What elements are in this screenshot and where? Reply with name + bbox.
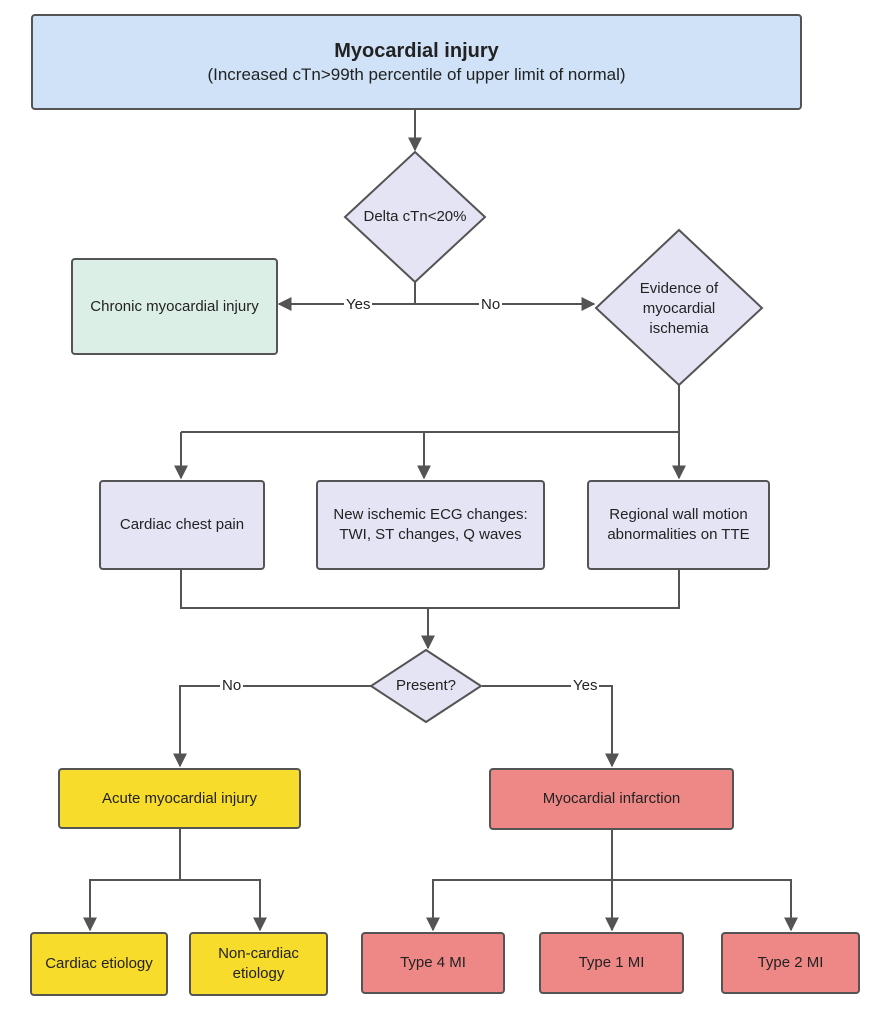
type-2-mi-label: Type 2 MI <box>757 954 824 971</box>
non-cardiac-etiology-label: Non-cardiac etiology <box>218 945 299 982</box>
type-2-mi-box: Type 2 MI <box>721 932 860 994</box>
yes-label-present: Yes <box>571 677 600 694</box>
type-4-mi-label: Type 4 MI <box>400 954 466 971</box>
non-cardiac-etiology-box: Non-cardiac etiology <box>189 932 328 996</box>
arrow-no-acute <box>173 685 372 768</box>
cardiac-etiology-box: Cardiac etiology <box>30 932 168 996</box>
decision-delta-label: Delta cTn<20% <box>363 208 467 225</box>
chronic-myocardial-injury-box: Chronic myocardial injury <box>71 258 278 355</box>
wall-motion-label: Regional wall motion abnormalities on TT… <box>607 506 750 543</box>
arrow-to-type2 <box>612 879 798 932</box>
arrow-yes-mi <box>482 685 619 768</box>
acute-myocardial-injury-label: Acute myocardial injury <box>101 789 258 807</box>
decision-ischemia-diamond <box>594 228 764 387</box>
arrow-to-noncardiac <box>180 879 267 932</box>
myocardial-injury-box: Myocardial injury (Increased cTn>99th pe… <box>31 14 802 110</box>
line-acute-down <box>83 829 181 932</box>
wall-motion-box: Regional wall motion abnormalities on TT… <box>587 480 770 570</box>
myocardial-injury-subtitle: (Increased cTn>99th percentile of upper … <box>207 65 626 84</box>
yes-label-delta: Yes <box>344 296 373 313</box>
cardiac-etiology-label: Cardiac etiology <box>45 955 153 972</box>
acute-myocardial-injury-box: Acute myocardial injury <box>58 768 301 829</box>
ischemic-ecg-changes-label: New ischemic ECG changes: TWI, ST change… <box>333 506 528 543</box>
myocardial-infarction-label: Myocardial infarction <box>542 790 681 807</box>
chronic-myocardial-injury-label: Chronic myocardial injury <box>90 297 259 315</box>
decision-ischemia-label: Evidence of myocardial ischemia <box>639 280 719 337</box>
no-label-delta: No <box>479 296 503 313</box>
cardiac-chest-pain-label: Cardiac chest pain <box>119 516 245 533</box>
ischemic-ecg-changes-box: New ischemic ECG changes: TWI, ST change… <box>316 480 545 570</box>
type-1-mi-box: Type 1 MI <box>539 932 684 994</box>
type-4-mi-box: Type 4 MI <box>361 932 505 994</box>
decision-present-label: Present? <box>395 677 457 694</box>
no-label-present: No <box>220 677 244 694</box>
cardiac-chest-pain-box: Cardiac chest pain <box>99 480 265 570</box>
decision-delta-diamond <box>343 150 487 284</box>
myocardial-infarction-box: Myocardial infarction <box>489 768 734 830</box>
line-mi-down <box>426 830 613 932</box>
type-1-mi-label: Type 1 MI <box>578 954 645 971</box>
decision-present-diamond <box>369 648 483 724</box>
myocardial-injury-title: Myocardial injury <box>334 40 499 62</box>
line-merge <box>180 569 680 609</box>
line-evidence-down <box>181 384 680 433</box>
